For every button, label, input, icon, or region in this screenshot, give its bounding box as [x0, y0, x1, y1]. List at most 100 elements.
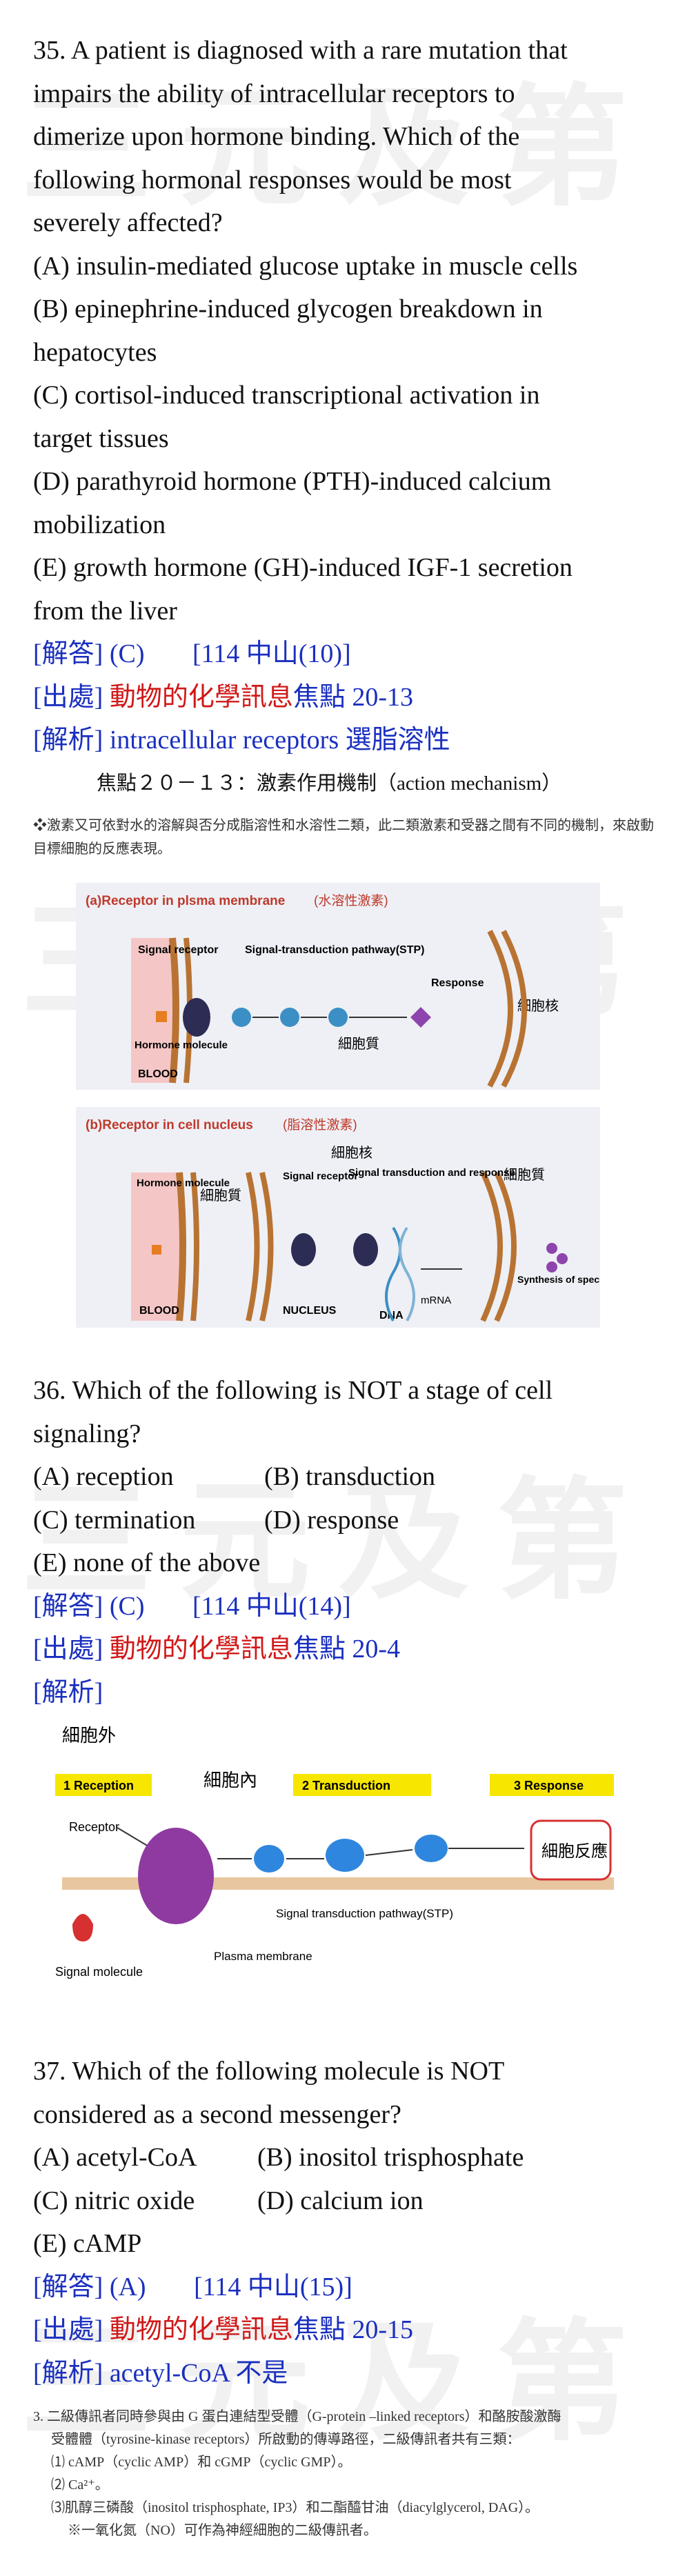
watermark: 三元及第 — [20, 1465, 655, 1617]
source-focus: 焦點 20-4 — [292, 1635, 400, 1664]
plasma-membrane-b — [176, 1172, 186, 1321]
watermark: 三元及第 — [20, 72, 655, 224]
option-b: (B) inositol trisphosphate — [257, 2143, 524, 2172]
protein-shape — [546, 1243, 557, 1254]
question-36: 36. Which of the following is NOT a stag… — [33, 1369, 647, 1714]
focus-heading: 焦點２０－１３：激素作用機制（action mechanism） — [97, 772, 562, 795]
source-line: [出處] 動物的化學訊息焦點 20-13 — [33, 676, 647, 719]
relay-molecule-3 — [328, 1008, 348, 1027]
watermark: 三元及第 — [20, 2306, 655, 2459]
explain-text: acetyl-CoA 不是 — [109, 2358, 288, 2388]
answer-line: [解答] (C) [114 中山(14)] — [33, 1585, 647, 1628]
hormone-receptor-diagram: (a)Receptor in plsma membrane (水溶性激素) Si… — [76, 883, 655, 1328]
nuclear-envelope-b-right-inner — [494, 1171, 517, 1322]
question-line: dimerize upon hormone binding. Which of … — [33, 122, 520, 151]
explain-line: [解析] — [33, 1671, 647, 1715]
answer-source: [114 中山(10)] — [192, 639, 351, 668]
stp-label: Signal-transduction pathway(STP) — [245, 944, 424, 956]
source-chapter: 動物的化學訊息 — [109, 1635, 293, 1664]
option-e: (E) none of the above — [33, 1548, 261, 1577]
answer-tag: [解答] — [33, 639, 103, 668]
b-hormone-shape — [152, 1245, 161, 1255]
option-d: (D) response — [264, 1505, 399, 1535]
b-nucleus-cn-label: 細胞核 — [331, 1145, 372, 1161]
signal-molecule-label: Signal molecule — [55, 1965, 143, 1979]
question-37: 37. Which of the following molecule is N… — [33, 2050, 647, 2395]
option-b: (B) transduction — [264, 1462, 436, 1491]
option-row: (A) reception (B) transduction — [33, 1455, 647, 1499]
b-stp-label: Signal transduction and response — [348, 1167, 515, 1179]
step-reception-label: 1 Reception — [63, 1779, 134, 1793]
signal-molecule-shape — [72, 1914, 93, 1941]
option-line: target tissues — [33, 423, 169, 453]
response-shape — [410, 1007, 431, 1028]
explain-tag: [解析] — [33, 726, 103, 755]
answer-tag: [解答] — [33, 2272, 103, 2302]
option-line: (D) parathyroid hormone (PTH)-induced ca… — [33, 467, 552, 496]
question-line: following hormonal responses would be mo… — [33, 165, 512, 194]
source-line: [出處] 動物的化學訊息焦點 20-15 — [33, 2308, 647, 2352]
option-a: (A) reception — [33, 1462, 174, 1491]
signal-receptor-label: Signal receptor — [138, 944, 218, 956]
option-c: (C) nitric oxide — [33, 2186, 195, 2215]
option-line: mobilization — [33, 510, 166, 539]
nuclear-envelope — [487, 930, 513, 1088]
stp-label: Signal transduction pathway(STP) — [276, 1907, 453, 1920]
receptor-shape — [138, 1828, 214, 1924]
source-tag: [出處] — [33, 682, 103, 712]
step-response-label: 3 Response — [514, 1779, 584, 1793]
step-transduction-label: 2 Transduction — [302, 1779, 390, 1793]
question-line: severely affected? — [33, 208, 223, 237]
cytoplasm-cn-label: 細胞質 — [338, 1036, 379, 1052]
option-c: (C) termination — [33, 1505, 196, 1535]
nuclear-envelope-b — [246, 1172, 260, 1321]
question-line: signaling? — [33, 1419, 141, 1448]
source-chapter: 動物的化學訊息 — [109, 2315, 293, 2344]
question-line: 35. A patient is diagnosed with a rare m… — [33, 36, 568, 65]
question-line: impairs the ability of intracellular rec… — [33, 79, 515, 108]
plasma-membrane-b-inner — [190, 1172, 199, 1321]
answer-value: (C) — [109, 639, 145, 668]
b-synthesis-label: Synthesis of specific proteins — [517, 1274, 600, 1285]
b-cytoplasm-cn2-label: 細胞質 — [504, 1167, 545, 1183]
step-reception-box — [55, 1774, 152, 1796]
option-line: from the liver — [33, 596, 177, 626]
option-line: (E) growth hormone (GH)-induced IGF-1 se… — [33, 553, 573, 582]
question-line: considered as a second messenger? — [33, 2099, 401, 2129]
note-line: 3. 二級傳訊者同時參與由 G 蛋白連結型受體（G-protein –linke… — [33, 2409, 561, 2424]
nuclear-envelope-b-inner — [259, 1172, 274, 1321]
receptor-label: Receptor — [69, 1820, 119, 1834]
question-35: 35. A patient is diagnosed with a rare m… — [33, 29, 647, 762]
option-row: (A) acetyl-CoA (B) inositol trisphosphate — [33, 2136, 647, 2179]
dna-strand-2 — [399, 1226, 415, 1321]
answer-line: [解答] (C) [114 中山(10)] — [33, 632, 647, 676]
question-line: 37. Which of the following molecule is N… — [33, 2057, 505, 2086]
hormone-molecule-label: Hormone molecule — [135, 1039, 228, 1051]
cell-response-label: 細胞反應 — [541, 1842, 608, 1861]
option-a: (A) acetyl-CoA — [33, 2143, 197, 2172]
note-line: ⑵ Ca²⁺。 — [51, 2477, 109, 2493]
pathway-arrow — [365, 1849, 413, 1856]
b-mrna-label: mRNA — [421, 1295, 451, 1306]
panel-a-title-cn: (水溶性激素) — [314, 893, 388, 908]
explain-text: intracellular receptors 選脂溶性 — [109, 726, 450, 755]
b-nucleus-label: NUCLEUS — [283, 1305, 337, 1317]
note-line: ⑴ cAMP（cyclic AMP）和 cGMP（cyclic GMP）。 — [51, 2455, 352, 2470]
step-transduction-box — [293, 1774, 431, 1796]
b-receptor-shape — [291, 1233, 316, 1266]
focus-note: ❖激素又可依對水的溶解與否分成脂溶性和水溶性二類，此二類激素和受器之間有不同的機… — [33, 818, 654, 857]
blood-label: BLOOD — [138, 1068, 178, 1080]
explain-line: [解析] acetyl-CoA 不是 — [33, 2352, 647, 2395]
question-line: 36. Which of the following is NOT a stag… — [33, 1376, 553, 1405]
note-line: ⑶肌醇三磷酸（inositol trisphosphate, IP3）和二酯醯甘… — [51, 2500, 539, 2515]
option-e: (E) cAMP — [33, 2229, 142, 2258]
source-line: [出處] 動物的化學訊息焦點 20-4 — [33, 1628, 647, 1671]
response-label: Response — [431, 977, 484, 989]
relay-molecule-1 — [232, 1008, 251, 1027]
panel-b-title-cn: (脂溶性激素) — [283, 1117, 357, 1132]
cell-response-box — [530, 1819, 612, 1881]
nucleus-cn-label: 細胞核 — [517, 998, 559, 1014]
step-response-box — [490, 1774, 614, 1796]
source-focus: 焦點 20-13 — [292, 682, 413, 712]
hormone-molecule-shape — [156, 1011, 167, 1022]
